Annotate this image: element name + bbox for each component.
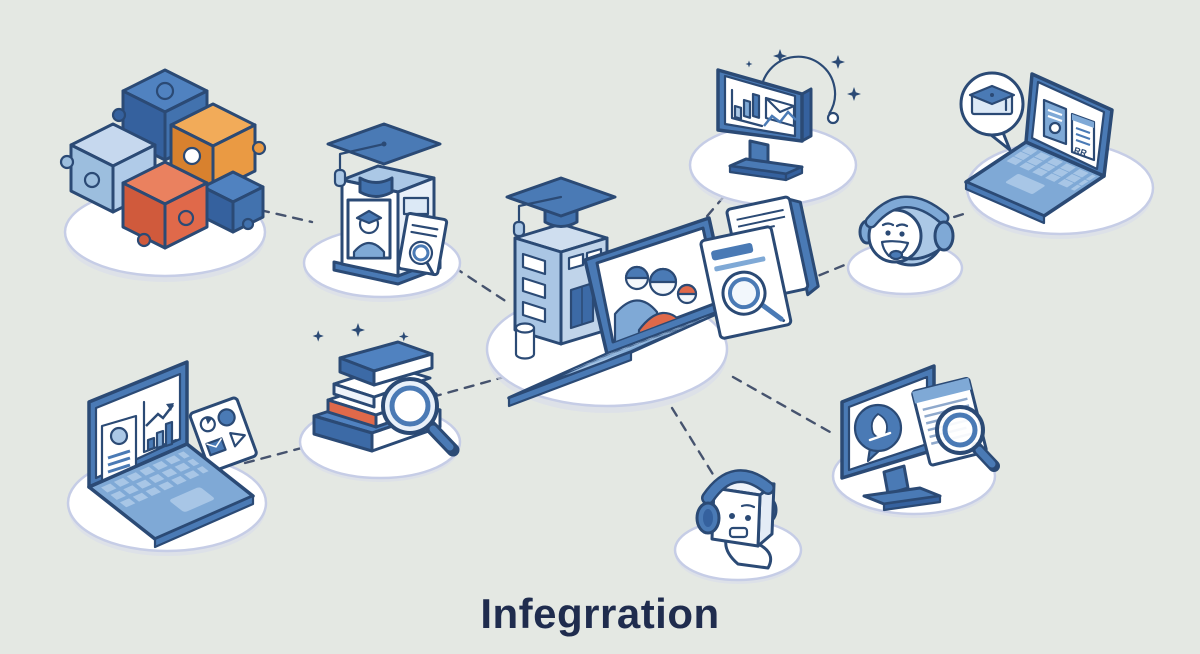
- sparkles: [312, 323, 409, 342]
- mail-line-chart-icon: [763, 96, 797, 128]
- growth-chart-icon: [142, 400, 178, 454]
- graduation-speech-bubble: [959, 71, 1025, 152]
- magnifier-icon: [935, 405, 1000, 472]
- review-monitor-node: [828, 348, 1003, 523]
- doc-glyphs: RR: [1073, 145, 1089, 159]
- puzzle-cubes-icon: [59, 68, 267, 250]
- bar-chart-icon: [730, 88, 764, 128]
- puzzle-pieces-node: [55, 40, 285, 282]
- graduation-cap-icon: [326, 122, 442, 198]
- laptop-keyboard: [507, 306, 731, 408]
- campus-laptop-node: [485, 142, 735, 413]
- monitor-stand: [862, 464, 942, 512]
- portrait-card: [346, 198, 392, 260]
- monitor-screen: [840, 364, 1000, 480]
- graduation-cap-icon: [505, 176, 617, 238]
- mouth: [728, 526, 749, 539]
- monitor-screen: [716, 68, 813, 143]
- connector-line: [683, 192, 728, 244]
- front-document: [699, 225, 793, 340]
- connector-line: [258, 208, 314, 224]
- connector-line: [430, 374, 510, 399]
- certificate-magnifier-icon: [396, 211, 449, 277]
- support-agent-node: [845, 178, 965, 298]
- ear-cup: [933, 220, 955, 252]
- widget-panel: [188, 396, 258, 473]
- connector-line: [438, 256, 509, 304]
- profile-card: [100, 414, 138, 484]
- dashboard-laptop-node: [62, 342, 277, 562]
- books-search-node: [298, 312, 473, 482]
- analytics-monitor-node: [688, 42, 863, 222]
- magnifier-icon: [721, 270, 786, 323]
- learning-laptop-node: RR: [952, 52, 1157, 242]
- certificate-kiosk-node: [300, 112, 465, 302]
- magnifier-icon: [381, 377, 460, 457]
- caption-text: Infegrration: [480, 590, 720, 637]
- leaf-badge: [853, 403, 903, 463]
- chatbot-robot-node: [672, 452, 807, 587]
- connector-line: [731, 375, 832, 434]
- robot-headphones-icon: [695, 469, 778, 570]
- microphone: [888, 249, 904, 261]
- connector-line: [786, 260, 854, 290]
- laptop-screen: RR: [1024, 72, 1114, 178]
- laptop-keyboard: [87, 442, 255, 549]
- monitor-stand: [728, 139, 804, 182]
- connector-line: [670, 406, 716, 478]
- headset-face-icon: [858, 195, 955, 267]
- search-documents-node: [698, 192, 823, 352]
